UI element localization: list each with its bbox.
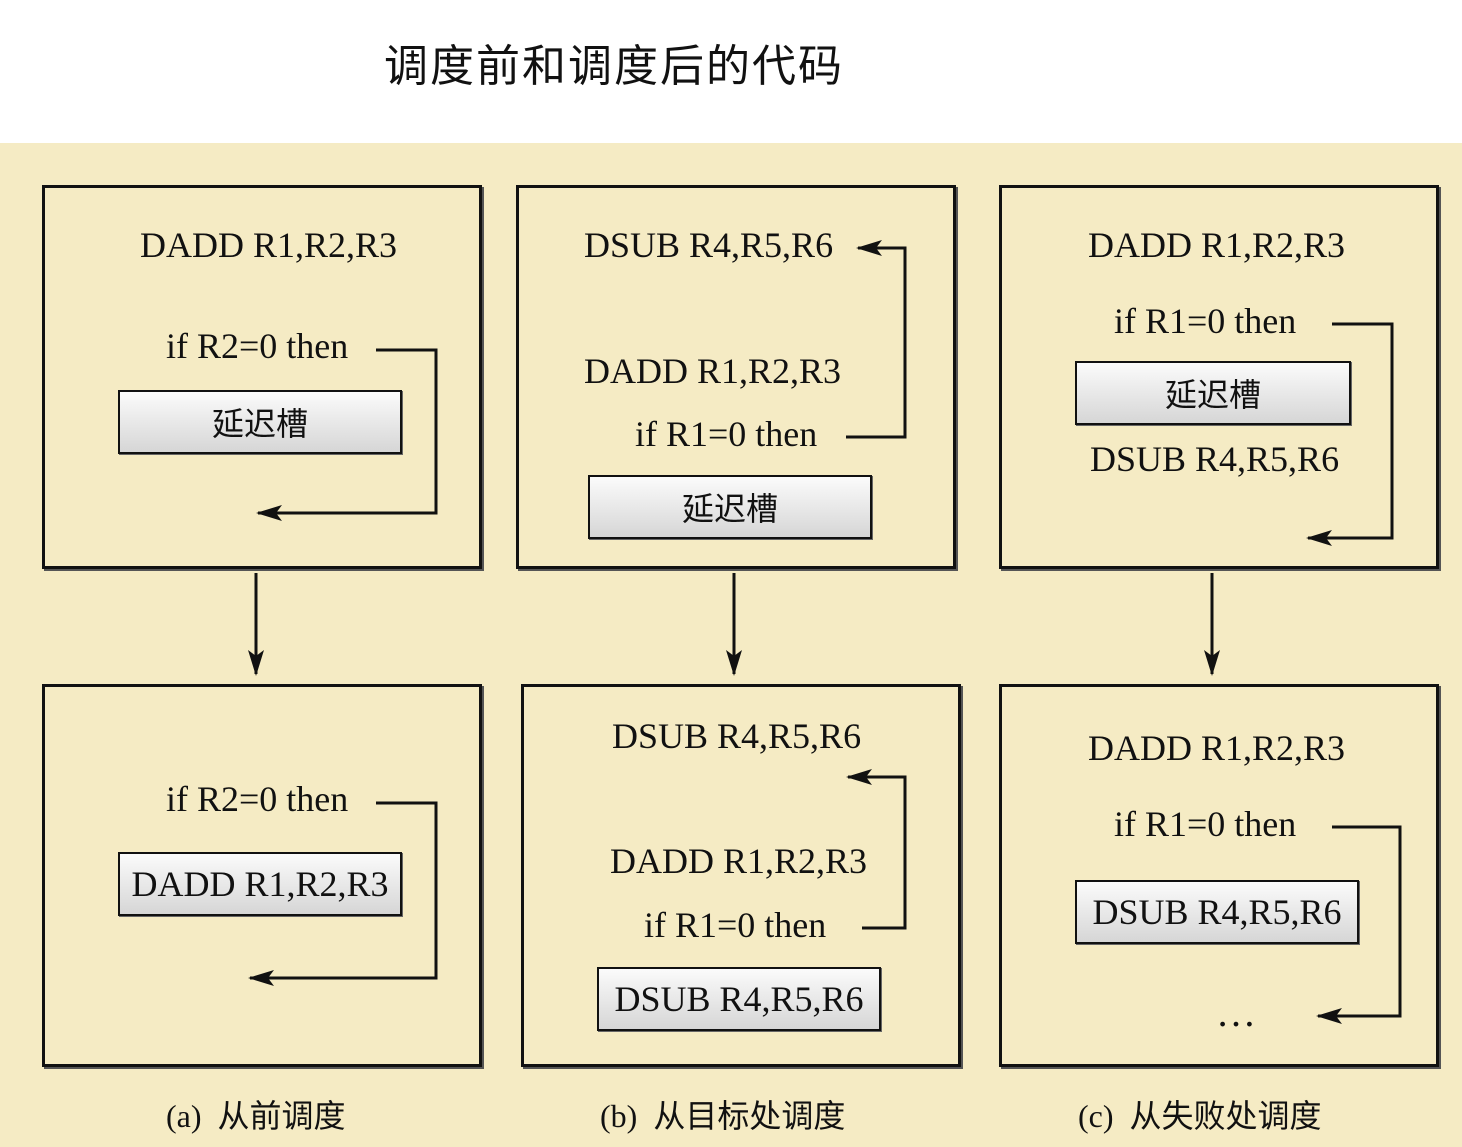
b-before-delay-slot: 延迟槽: [588, 475, 872, 539]
caption-b-text: 从目标处调度: [653, 1097, 846, 1135]
b-after-dadd: DADD R1,R2,R3: [610, 841, 868, 881]
arrows-layer: [248, 240, 1402, 1024]
b-before-branch: if R1=0 then: [635, 414, 818, 454]
box-c-before: [999, 185, 1439, 569]
arrow-a-before-branch: [256, 348, 438, 521]
box-b-before: [516, 185, 956, 569]
b-before-dsub: DSUB R4,R5,R6: [584, 225, 834, 265]
a-before-delay-slot: 延迟槽: [118, 390, 402, 454]
c-after-ellipsis: …: [1216, 990, 1256, 1035]
c-after-branch: if R1=0 then: [1114, 804, 1297, 844]
box-a-before: [42, 185, 482, 569]
arrow-b-after-branch: [846, 769, 907, 930]
caption-b-tag: (b): [600, 1098, 638, 1134]
c-before-branch: if R1=0 then: [1114, 301, 1297, 341]
box-c-after: [999, 684, 1439, 1067]
b-before-dadd: DADD R1,R2,R3: [584, 351, 842, 391]
b-after-dsub: DSUB R4,R5,R6: [612, 716, 862, 756]
caption-c-tag: (c): [1078, 1098, 1114, 1134]
c-after-dadd: DADD R1,R2,R3: [1088, 728, 1346, 768]
box-b-after: [521, 684, 961, 1067]
arrow-c-after-branch: [1316, 825, 1402, 1024]
caption-a-text: 从前调度: [217, 1097, 346, 1135]
caption-c: (c) 从失败处调度: [1078, 1091, 1322, 1137]
caption-a: (a) 从前调度: [166, 1091, 346, 1137]
a-after-delay-slot: DADD R1,R2,R3: [118, 852, 402, 916]
caption-c-text: 从失败处调度: [1129, 1097, 1322, 1135]
a-after-branch: if R2=0 then: [166, 779, 349, 819]
diagram-panel: DADD R1,R2,R3 if R2=0 then 延迟槽 if R2=0 t…: [0, 143, 1462, 1147]
c-after-delay-slot: DSUB R4,R5,R6: [1075, 880, 1359, 944]
b-after-delay-slot: DSUB R4,R5,R6: [597, 967, 881, 1031]
caption-a-tag: (a): [166, 1098, 202, 1134]
a-before-dadd: DADD R1,R2,R3: [140, 225, 398, 265]
arrow-a-after-branch: [248, 801, 438, 986]
b-after-branch: if R1=0 then: [644, 905, 827, 945]
c-before-delay-slot: 延迟槽: [1075, 361, 1351, 425]
arrow-b-before-branch: [846, 240, 907, 439]
a-before-branch: if R2=0 then: [166, 326, 349, 366]
caption-b: (b) 从目标处调度: [600, 1091, 845, 1137]
figure-title: 调度前和调度后的代码: [384, 41, 844, 92]
c-before-dsub: DSUB R4,R5,R6: [1090, 439, 1340, 479]
box-a-after: [42, 684, 482, 1067]
c-before-dadd: DADD R1,R2,R3: [1088, 225, 1346, 265]
arrow-c-before-branch: [1306, 322, 1394, 546]
